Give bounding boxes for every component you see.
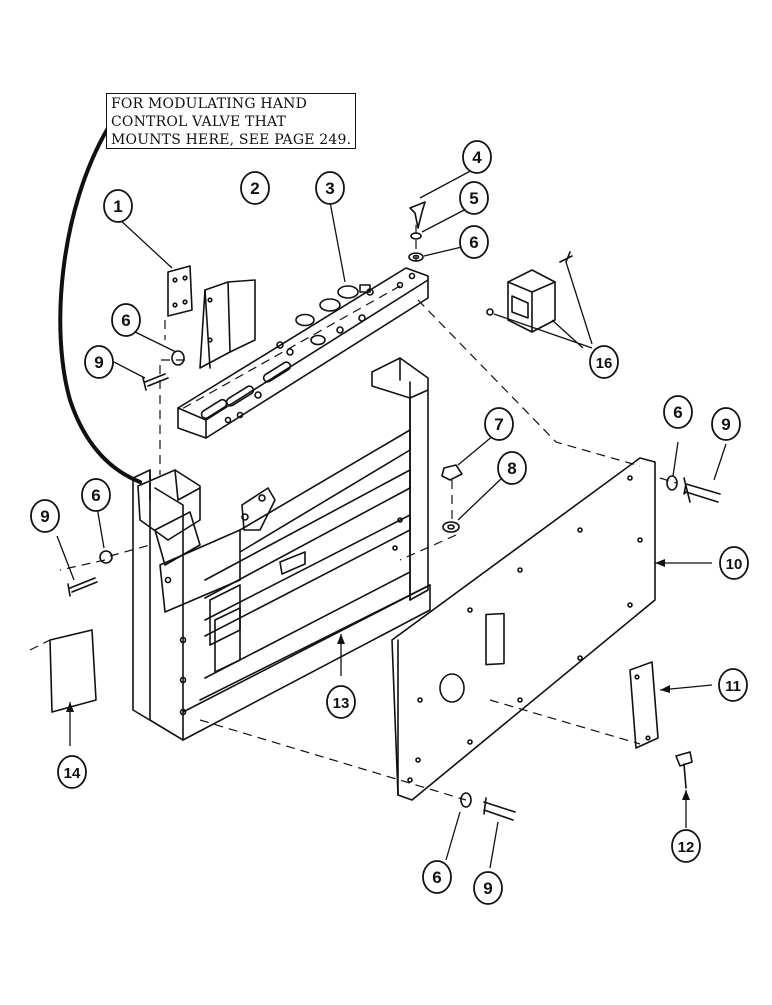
callout-circle — [671, 829, 701, 863]
callout-number: 4 — [472, 148, 482, 167]
pad-part — [49, 629, 97, 713]
callout-c11: 11 — [718, 668, 748, 702]
callout-number: 6 — [673, 403, 682, 422]
callout-number: 8 — [507, 459, 516, 478]
note-line-3: MOUNTS HERE, SEE PAGE 249. — [111, 132, 352, 148]
callout-circle — [718, 668, 748, 702]
note-line-2: CONTROL VALVE THAT — [111, 114, 287, 130]
callout-number: 10 — [726, 556, 743, 573]
bracket-cover-part-2 — [199, 279, 256, 369]
callout-number: 2 — [250, 179, 259, 198]
callout-c13: 13 — [326, 685, 356, 719]
assembly-lines — [29, 225, 677, 801]
note-leader-line — [58, 126, 142, 484]
callout-number: 12 — [678, 839, 695, 856]
callout-circle — [473, 871, 503, 905]
callout-circle — [459, 225, 489, 259]
callout-circle — [84, 345, 114, 379]
callout-c7: 7 — [484, 407, 514, 441]
callout-circle — [711, 407, 741, 441]
frame-assembly — [132, 357, 431, 741]
cover-plate — [629, 661, 659, 749]
callout-number: 9 — [94, 353, 103, 372]
callout-circle — [422, 860, 452, 894]
callout-leaders — [56, 167, 727, 869]
callout-c6a: 6 — [459, 225, 489, 259]
callout-circle — [111, 303, 141, 337]
callout-number: 5 — [469, 189, 478, 208]
callout-c6e: 6 — [422, 860, 452, 894]
callout-number: 6 — [469, 233, 478, 252]
callout-number: 9 — [721, 415, 730, 434]
callout-number: 9 — [40, 507, 49, 526]
callout-c9c: 9 — [711, 407, 741, 441]
callout-number: 11 — [725, 678, 741, 695]
callout-c1: 1 — [103, 189, 133, 223]
callout-c9a: 9 — [84, 345, 114, 379]
callout-circle — [240, 171, 270, 205]
callout-c9b: 9 — [30, 499, 60, 533]
callout-number: 13 — [333, 695, 350, 712]
callout-c9d: 9 — [473, 871, 503, 905]
callout-circle — [719, 546, 749, 580]
callout-c10: 10 — [719, 546, 749, 580]
callout-number: 6 — [432, 868, 441, 887]
callout-circle — [459, 181, 489, 215]
callout-c8: 8 — [497, 451, 527, 485]
hardware — [67, 201, 721, 821]
callout-circle — [462, 140, 492, 174]
switch-box — [486, 251, 573, 333]
callout-circle — [81, 478, 111, 512]
callout-number: 3 — [325, 179, 334, 198]
callout-circle — [30, 499, 60, 533]
callout-c6d: 6 — [663, 395, 693, 429]
callout-number: 16 — [596, 355, 613, 372]
callout-circle — [589, 345, 619, 379]
leader-arrowheads — [66, 559, 690, 800]
bracket-plate-part-1 — [167, 265, 193, 317]
callout-c16: 16 — [589, 345, 619, 379]
callout-c2: 2 — [240, 171, 270, 205]
callout-c6c: 6 — [81, 478, 111, 512]
callout-c6b: 6 — [111, 303, 141, 337]
callout-circle — [315, 171, 345, 205]
top-plate — [177, 267, 429, 439]
callout-number: 6 — [121, 311, 130, 330]
callout-c3: 3 — [315, 171, 345, 205]
callout-number: 1 — [113, 197, 122, 216]
side-panel — [391, 457, 656, 801]
note-box: FOR MODULATING HAND CONTROL VALVE THAT M… — [106, 93, 356, 149]
callout-circle — [484, 407, 514, 441]
callout-c4: 4 — [462, 140, 492, 174]
callout-circle — [497, 451, 527, 485]
callout-c5: 5 — [459, 181, 489, 215]
callout-circle — [663, 395, 693, 429]
callout-circle — [326, 685, 356, 719]
callout-number: 9 — [483, 879, 492, 898]
callout-number: 6 — [91, 486, 100, 505]
callout-number: 7 — [494, 415, 503, 434]
note-line-1: FOR MODULATING HAND — [111, 96, 308, 112]
callout-c14: 14 — [57, 755, 87, 789]
callout-circle — [103, 189, 133, 223]
callout-circle — [57, 755, 87, 789]
callout-c12: 12 — [671, 829, 701, 863]
callout-number: 14 — [64, 765, 81, 782]
